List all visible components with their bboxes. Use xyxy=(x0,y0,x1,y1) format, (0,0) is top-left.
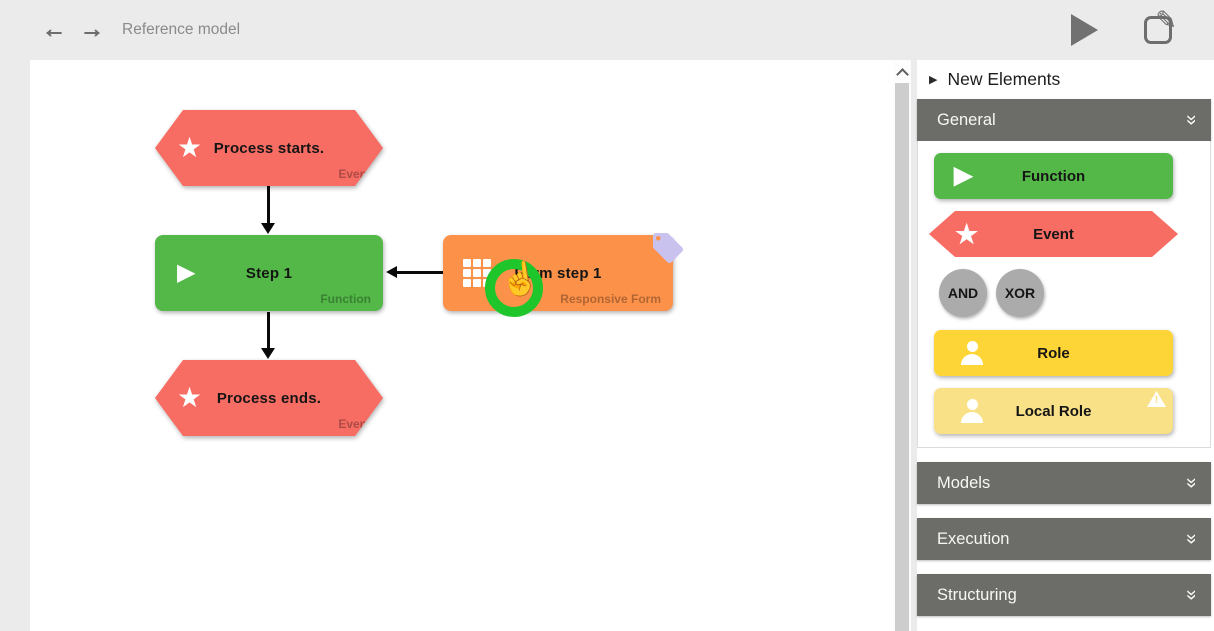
warning-triangle-icon: ! xyxy=(1147,391,1166,407)
run-play-icon[interactable] xyxy=(1071,14,1098,46)
section-label: Execution xyxy=(937,529,1010,548)
arrowhead-down-icon xyxy=(261,348,275,359)
palette-item-label: Function xyxy=(1021,167,1086,185)
node-title: Step 1 xyxy=(245,264,293,282)
palette-item-label: AND xyxy=(947,285,979,301)
palette-item-xor-gateway[interactable]: XOR xyxy=(996,269,1044,317)
section-header-execution[interactable]: Execution « xyxy=(917,518,1211,560)
section-label: Structuring xyxy=(937,585,1017,604)
node-process-ends[interactable]: ★ Process ends. Event xyxy=(155,360,383,436)
palette-item-and-gateway[interactable]: AND xyxy=(939,269,987,317)
section-label: General xyxy=(937,110,996,129)
play-icon: ▶ xyxy=(954,162,973,189)
palette-item-label: Event xyxy=(1033,225,1074,243)
node-process-starts-wrap: ★ Process starts. Event xyxy=(155,110,383,186)
hand-cursor-icon: ☝ xyxy=(497,258,543,300)
new-elements-expander[interactable]: ▶ New Elements xyxy=(917,60,1211,99)
click-highlight-ring xyxy=(485,259,543,317)
palette-item-role[interactable]: Role xyxy=(934,330,1173,376)
section-header-general[interactable]: General « xyxy=(917,99,1211,141)
double-chevron-down-icon: « xyxy=(1180,477,1202,489)
palette-item-event[interactable]: ★ Event xyxy=(929,211,1178,257)
node-step1[interactable]: ▶ Step 1 Function xyxy=(155,235,383,311)
edit-pencil-icon[interactable]: ✎ xyxy=(1144,7,1177,44)
node-type-label: Event xyxy=(338,167,371,181)
scrollbar-thumb[interactable] xyxy=(895,83,909,631)
node-process-starts[interactable]: ★ Process starts. Event xyxy=(155,110,383,186)
node-form-step1[interactable]: Form step 1 Responsive Form xyxy=(443,233,683,311)
diagram-canvas[interactable]: ★ Process starts. Event ▶ Step 1 Functio… xyxy=(30,60,893,631)
edge-start-step1 xyxy=(267,186,270,224)
node-title: Process starts. xyxy=(213,139,325,157)
palette-item-label: Local Role xyxy=(1015,402,1092,420)
palette-item-local-role[interactable]: Local Role ! xyxy=(934,388,1173,434)
edge-form1-step1 xyxy=(396,271,443,274)
node-process-ends-wrap: ★ Process ends. Event xyxy=(155,360,383,436)
arrowhead-left-icon xyxy=(386,266,397,278)
node-type-label: Event xyxy=(338,417,371,431)
tag-icon xyxy=(653,233,683,263)
palette-item-function[interactable]: ▶ Function xyxy=(934,153,1173,199)
scroll-up-chevron-icon[interactable] xyxy=(896,68,909,81)
section-header-models[interactable]: Models « xyxy=(917,462,1211,504)
top-toolbar: ← → Reference model ✎ xyxy=(0,0,1214,60)
double-chevron-down-icon: « xyxy=(1180,114,1202,126)
canvas-scrollbar[interactable] xyxy=(893,60,911,631)
elements-sidebar: ▶ New Elements General « ▶ Function ★ Ev… xyxy=(917,60,1214,631)
double-chevron-down-icon: « xyxy=(1180,589,1202,601)
person-icon xyxy=(960,399,984,423)
palette-item-label: Role xyxy=(1037,344,1070,362)
node-type-label: Function xyxy=(320,292,371,306)
model-title: Reference model xyxy=(122,21,241,38)
person-icon xyxy=(960,341,984,365)
edge-step1-end xyxy=(267,312,270,349)
sidebar-title-label: New Elements xyxy=(947,69,1061,89)
palette-item-label: XOR xyxy=(1004,285,1036,301)
double-chevron-down-icon: « xyxy=(1180,533,1202,545)
star-icon: ★ xyxy=(177,382,203,413)
section-header-structuring[interactable]: Structuring « xyxy=(917,574,1211,616)
grid-icon xyxy=(463,259,471,267)
forward-arrow-icon[interactable]: → xyxy=(80,16,105,43)
node-type-label: Responsive Form xyxy=(560,292,661,306)
general-palette-panel: ▶ Function ★ Event AND XOR Role Local Ro… xyxy=(917,141,1211,448)
play-icon: ▶ xyxy=(177,259,196,286)
back-arrow-icon[interactable]: ← xyxy=(42,16,67,43)
section-label: Models xyxy=(937,473,991,492)
star-icon: ★ xyxy=(955,219,979,249)
triangle-right-icon: ▶ xyxy=(929,74,938,86)
toolbar-actions: ✎ xyxy=(1071,0,1177,60)
pencil-glyph: ✎ xyxy=(1155,5,1177,35)
star-icon: ★ xyxy=(177,132,203,163)
arrowhead-down-icon xyxy=(261,223,275,234)
node-title: Process ends. xyxy=(216,389,322,407)
